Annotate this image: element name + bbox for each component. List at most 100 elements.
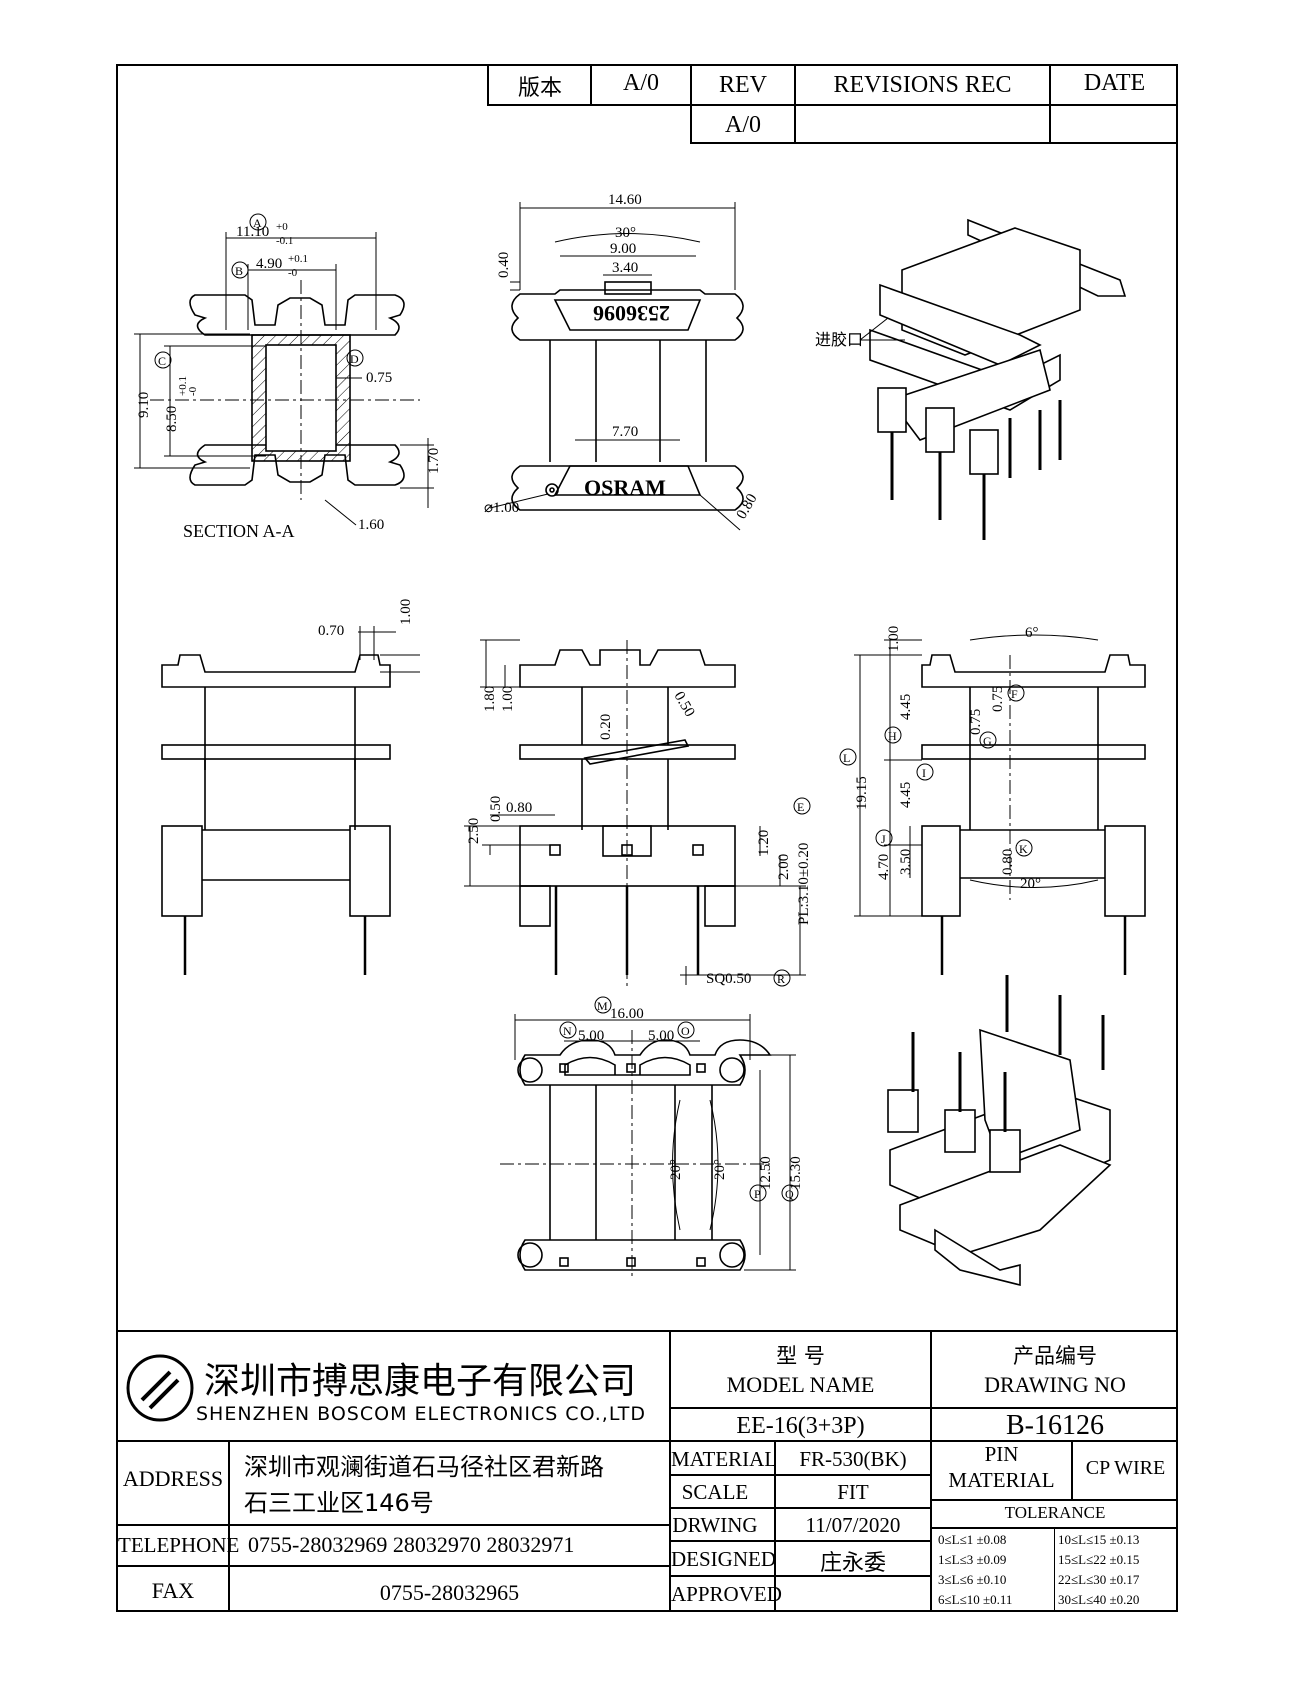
svg-text:K: K (1019, 842, 1028, 856)
drawing-no-en: DRAWING NO (984, 1372, 1126, 1397)
pin-material-label-1: PIN (984, 1442, 1019, 1466)
section-dimension-text: A 11.10+0-0.1 B 4.90+0.1-0 C D 0.75 9.10… (136, 213, 442, 541)
top-view-marks: 2536096 OSRAM (584, 301, 670, 500)
top-view-dimensions (489, 202, 741, 531)
address-label: ADDRESS (122, 1466, 224, 1491)
tolerance-row-6: 15≤L≤22 ±0.15 (1058, 1552, 1140, 1567)
front-view-dim-text: 1.80 1.00 0.20 0.50 0.80 0.50 2.50 1.20 … (466, 686, 812, 987)
side-right-dim-text: 6° 1.00 4.45 0.75 0.75 F G H L 19.15 I 4… (839, 625, 1041, 892)
svg-text:4.45: 4.45 (898, 694, 914, 720)
svg-text:1.70: 1.70 (426, 448, 442, 474)
svg-text:20°: 20° (668, 1159, 684, 1180)
tolerance-row-8: 30≤L≤40 ±0.20 (1058, 1592, 1140, 1607)
svg-text:12.50: 12.50 (758, 1156, 774, 1190)
svg-text:0.50: 0.50 (671, 689, 698, 720)
svg-text:9.10: 9.10 (136, 392, 152, 418)
svg-text:0.75: 0.75 (968, 709, 984, 735)
address-line-1: 深圳市观澜街道石马径社区君新路 (244, 1453, 604, 1481)
svg-text:20°: 20° (712, 1159, 728, 1180)
svg-text:H: H (888, 729, 897, 743)
isometric-view-top (869, 218, 1127, 540)
drwing-value: 11/07/2020 (805, 1513, 901, 1537)
svg-text:0.75: 0.75 (366, 370, 392, 386)
svg-text:0.40: 0.40 (496, 252, 512, 278)
svg-text:30°: 30° (615, 225, 636, 241)
gate-callout: 进胶口 (815, 317, 905, 349)
drawing-no-cn: 产品编号 (1013, 1344, 1097, 1368)
tolerance-row-4: 6≤L≤10 ±0.11 (938, 1592, 1013, 1607)
svg-text:B: B (235, 264, 243, 278)
svg-text:+0.1: +0.1 (288, 253, 308, 265)
tolerance-row-3: 3≤L≤6 ±0.10 (938, 1572, 1007, 1587)
svg-text:PL:3.10±0.20: PL:3.10±0.20 (796, 843, 812, 925)
tolerance-row-1: 0≤L≤1 ±0.08 (938, 1532, 1007, 1547)
brand-mark-top: 2536096 (593, 301, 670, 326)
telephone-label: TELEPHONE (118, 1533, 240, 1557)
tolerance-row-7: 22≤L≤30 ±0.17 (1058, 1572, 1140, 1587)
svg-text:0.80: 0.80 (1000, 849, 1016, 875)
svg-text:5.00: 5.00 (578, 1028, 604, 1044)
svg-text:0.80: 0.80 (506, 800, 532, 816)
svg-text:19.15: 19.15 (854, 776, 870, 810)
svg-text:0.50: 0.50 (488, 796, 504, 822)
svg-text:M: M (597, 999, 608, 1013)
bottom-view (500, 1030, 772, 1280)
svg-text:3.40: 3.40 (612, 260, 638, 276)
pin-material-label-2: MATERIAL (948, 1468, 1055, 1492)
designed-label: DESIGNED (671, 1547, 776, 1571)
svg-text:6°: 6° (1025, 625, 1039, 641)
section-view (150, 280, 420, 500)
svg-text:A: A (253, 216, 262, 230)
svg-text:0.20: 0.20 (598, 714, 614, 740)
side-view-right (921, 654, 1146, 975)
svg-text:1.00: 1.00 (398, 599, 414, 625)
drawing-views: A 11.10+0-0.1 B 4.90+0.1-0 C D 0.75 9.10… (134, 192, 1146, 1287)
designed-value: 庄永委 (819, 1551, 886, 1576)
svg-text:20°: 20° (1020, 876, 1041, 892)
svg-text:0.70: 0.70 (318, 623, 344, 639)
svg-text:4.45: 4.45 (898, 782, 914, 808)
model-name-cn: 型 号 (776, 1344, 825, 1368)
svg-text:C: C (158, 354, 166, 368)
address-line-2: 石三工业区146号 (244, 1489, 434, 1517)
svg-text:-0: -0 (288, 267, 298, 279)
svg-text:E: E (797, 800, 804, 814)
company-logo (126, 1354, 194, 1422)
svg-text:0.75: 0.75 (990, 686, 1006, 712)
date-header: DATE (1083, 70, 1146, 96)
svg-text:-0.1: -0.1 (276, 235, 293, 247)
fax-value: 0755-28032965 (379, 1580, 520, 1605)
svg-text:D: D (350, 352, 359, 366)
telephone-value: 0755-28032969 28032970 28032971 (248, 1532, 575, 1557)
svg-text:15.30: 15.30 (788, 1156, 804, 1190)
svg-text:14.60: 14.60 (608, 192, 642, 208)
pin-material-value: CP WIRE (1085, 1457, 1166, 1479)
svg-text:4.70: 4.70 (876, 854, 892, 880)
rev-value: A/0 (725, 112, 761, 138)
svg-text:P: P (754, 1187, 761, 1201)
rev-header: REV (719, 72, 767, 98)
svg-text:2.50: 2.50 (466, 818, 482, 844)
svg-text:R: R (777, 972, 785, 986)
svg-text:7.70: 7.70 (612, 424, 638, 440)
fax-label: FAX (151, 1578, 195, 1603)
svg-text:J: J (881, 832, 886, 846)
company-name-cn: 深圳市搏思康电子有限公司 (204, 1361, 637, 1402)
svg-text:1.80: 1.80 (482, 686, 498, 712)
section-label: SECTION A-A (183, 521, 295, 541)
material-value: FR-530(BK) (799, 1447, 907, 1471)
drawing-frame (116, 64, 1178, 1612)
front-view (519, 640, 736, 990)
tolerance-row-2: 1≤L≤3 ±0.09 (938, 1552, 1007, 1567)
svg-text:G: G (983, 734, 992, 748)
svg-text:Q: Q (785, 1187, 794, 1201)
revisions-header: REVISIONS REC (833, 72, 1012, 98)
svg-text:I: I (922, 766, 926, 780)
svg-text:-0: -0 (187, 386, 199, 396)
tolerance-row-5: 10≤L≤15 ±0.13 (1058, 1532, 1140, 1547)
svg-text:N: N (563, 1024, 572, 1038)
model-name-value: EE-16(3+3P) (736, 1413, 865, 1439)
scale-value: FIT (837, 1480, 869, 1504)
material-label: MATERIAL (671, 1447, 778, 1471)
svg-text:11.10: 11.10 (236, 224, 269, 240)
